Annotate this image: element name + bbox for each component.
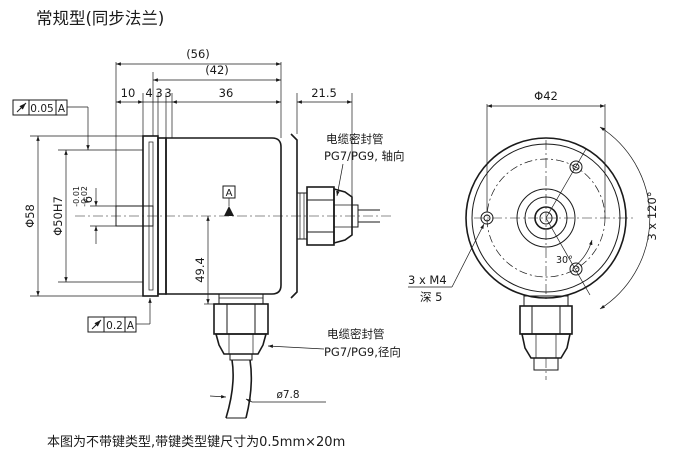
holes-note-1: 3 x M4 <box>408 273 447 287</box>
radial-gland-note-1: 电缆密封管 <box>327 327 385 341</box>
axial-cable-gland <box>296 186 380 246</box>
page-title: 常规型(同步法兰) <box>36 9 164 28</box>
dim-outer-diameter: Φ58 <box>23 204 37 228</box>
dim-bolt-circle: Φ42 <box>534 89 558 103</box>
perp-datum: A <box>127 320 135 332</box>
holes-note-2: 深 5 <box>420 290 442 304</box>
dim-body-length: (42) <box>205 63 229 77</box>
inner-flange-circle <box>471 143 621 293</box>
dim-height: 49.4 <box>193 257 207 283</box>
mounting-holes <box>480 148 591 296</box>
svg-text:A: A <box>226 188 233 199</box>
runout-tolerance: 0.05 A <box>12 99 90 150</box>
runout-datum: A <box>58 103 66 115</box>
dim-shaft: 10 <box>121 86 136 100</box>
dim-body: 36 <box>219 86 234 100</box>
front-view: Φ42 3 x 120° 30° 3 x M4 深 5 <box>408 89 659 380</box>
dim-offset-angle: 30° <box>556 255 573 266</box>
perpendicularity-tolerance: 0.2 A <box>87 298 152 333</box>
axial-gland-note-1: 电缆密封管 <box>326 132 384 146</box>
dim-shaft-tol-upper: -0.01 <box>72 186 81 207</box>
encoder-body <box>165 137 282 295</box>
perp-value: 0.2 <box>106 320 123 332</box>
dim-flange-a: 4 <box>145 86 152 100</box>
dim-spigot-diameter: Φ50H7 <box>51 196 65 236</box>
runout-value: 0.05 <box>30 103 53 115</box>
side-view: (56) (42) 10 4 3 3 36 21.5 Φ58 Φ50H7 6 -… <box>12 47 405 419</box>
dim-shaft-tol-lower: -0.02 <box>80 186 89 207</box>
front-radial-gland <box>519 295 573 380</box>
shaft-end <box>534 206 558 230</box>
dim-gland-axial: 21.5 <box>311 86 337 100</box>
dim-cable-diameter: ø7.8 <box>276 389 299 401</box>
dim-shaft-diameter: 6 <box>81 196 95 203</box>
dim-hole-angle: 3 x 120° <box>645 191 659 240</box>
angle-arc <box>599 126 651 310</box>
caption: 本图为不带键类型,带键类型键尺寸为0.5mm×20m <box>47 435 345 450</box>
dim-flange-c: 3 <box>164 86 171 100</box>
outer-flange-circle <box>465 137 627 299</box>
radial-cable-gland <box>213 293 269 419</box>
radial-gland-note-2: PG7/PG9,径向 <box>324 345 401 359</box>
dim-overall-length: (56) <box>186 47 210 61</box>
axial-gland-note-2: PG7/PG9, 轴向 <box>324 149 405 163</box>
datum-marker: A <box>222 185 236 216</box>
dim-flange-b: 3 <box>155 86 162 100</box>
